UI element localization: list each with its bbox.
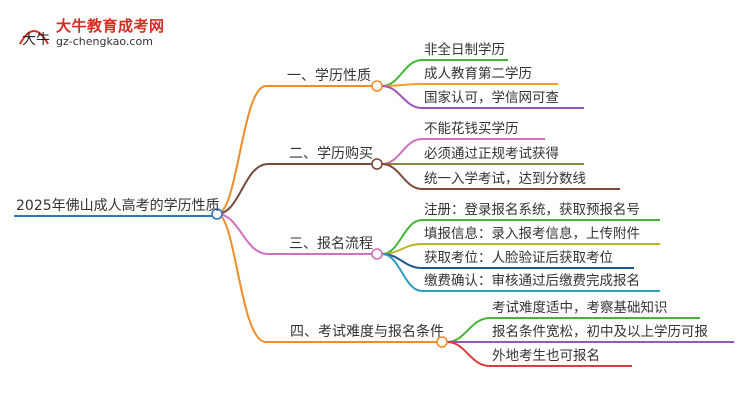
connector-root-b2 xyxy=(216,163,269,215)
b3-leaf-2: 填报信息：录入报考信息，上传附件 xyxy=(424,226,640,242)
b1-leaf-2: 成人教育第二学历 xyxy=(424,66,532,82)
branch-3-label: 三、报名流程 xyxy=(289,236,373,252)
logo-site-name: 大牛教育成考网 xyxy=(56,17,165,35)
b2-leaf-1: 不能花钱买学历 xyxy=(424,121,519,137)
logo-url: gz-chengkao.com xyxy=(56,35,153,48)
b1-leaf-3: 国家认可，学信网可查 xyxy=(424,90,559,106)
b3-leaf4-connector xyxy=(381,253,660,292)
b1-leaf2-connector xyxy=(381,83,558,87)
b2-leaf-2: 必须通过正规考试获得 xyxy=(424,146,559,162)
b2-leaf-3: 统一入学考试，达到分数线 xyxy=(424,171,586,187)
connector-root-b1 xyxy=(216,85,267,215)
b4-leaf3-connector xyxy=(446,341,632,367)
root-node xyxy=(211,208,223,220)
b2-leaf3-connector xyxy=(381,163,620,190)
connector-root-b3 xyxy=(216,213,269,255)
b2-node xyxy=(371,158,383,170)
b3-leaf-1: 注册：登录报名系统，获取预报名号 xyxy=(424,202,640,218)
site-logo: 大牛 xyxy=(19,30,50,48)
b3-leaf-4: 缴费确认：审核通过后缴费完成报名 xyxy=(424,273,640,289)
branch-1-label: 一、学历性质 xyxy=(287,68,371,84)
b4-leaf-2: 报名条件宽松，初中及以上学历可报 xyxy=(492,324,708,340)
b1-node xyxy=(371,80,383,92)
logo-mark-text: 大牛 xyxy=(22,32,50,48)
connector-root-b4 xyxy=(216,213,267,343)
b3-leaf-3: 获取考位：人脸验证后获取考位 xyxy=(424,250,613,266)
b4-leaf-3: 外地考生也可报名 xyxy=(492,348,600,364)
branch-2-label: 二、学历购买 xyxy=(289,146,373,162)
branch-4-label: 四、考试难度与报名条件 xyxy=(290,324,444,340)
b3-node xyxy=(371,248,383,260)
b4-node xyxy=(436,336,448,348)
b1-leaf-1: 非全日制学历 xyxy=(424,42,505,58)
b1-leaf3-connector xyxy=(381,85,584,109)
root-label: 2025年佛山成人高考的学历性质 xyxy=(16,198,220,214)
b4-leaf-1: 考试难度适中，考察基础知识 xyxy=(492,300,668,316)
